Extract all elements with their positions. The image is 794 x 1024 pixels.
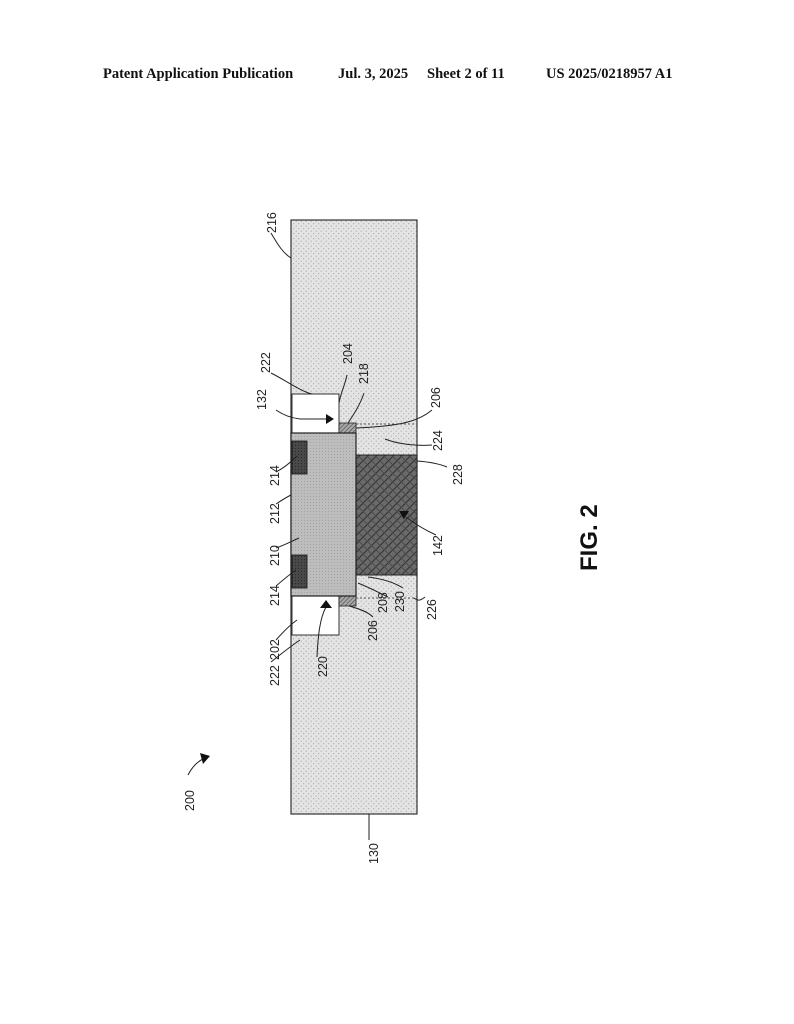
ref-214-bottom: 214 (268, 585, 282, 606)
ref-206-top: 206 (429, 387, 443, 408)
bond-pad-top (338, 422, 357, 434)
ref-222-bottom: 222 (268, 665, 282, 686)
leader-206b (348, 605, 374, 618)
leader-206a (355, 409, 433, 429)
ref-202: 202 (268, 639, 282, 660)
ref-226: 226 (425, 599, 439, 620)
leader-210 (275, 537, 300, 549)
ref-132: 132 (255, 389, 269, 410)
ref-224: 224 (431, 430, 445, 451)
arrowhead-220 (320, 600, 332, 608)
leader-222b (270, 639, 301, 663)
leader-208 (357, 582, 389, 598)
bond-pad-bottom (338, 595, 357, 607)
ref-228: 228 (451, 464, 465, 485)
leader-226 (413, 596, 426, 601)
ref-212: 212 (268, 503, 282, 524)
arrowhead-132 (326, 414, 334, 424)
leader-214b (275, 569, 297, 587)
leader-132 (275, 409, 301, 420)
leader-216 (270, 232, 292, 259)
leader-142 (405, 516, 437, 536)
thermal-block-142 (355, 454, 418, 576)
publication-type: Patent Application Publication (103, 66, 294, 82)
sheet-number: Sheet 2 of 11 (427, 66, 505, 82)
ref-222-top: 222 (259, 352, 273, 373)
ref-230: 230 (393, 591, 407, 612)
arrowhead-142 (399, 511, 409, 519)
leader-222a (270, 372, 313, 395)
cavity-top (291, 393, 340, 434)
ref-142: 142 (431, 535, 445, 556)
leader-218 (347, 392, 365, 424)
publication-date: Jul. 3, 2025 (338, 66, 409, 82)
contact-214-top (291, 440, 308, 475)
ref-210: 210 (268, 545, 282, 566)
leader-230 (367, 576, 404, 589)
leader-202 (275, 619, 298, 641)
leader-214a (275, 455, 298, 473)
ref-216: 216 (265, 212, 279, 233)
page-header: Patent Application Publication Jul. 3, 2… (0, 66, 794, 90)
cavity-bottom (291, 595, 340, 636)
leader-228 (416, 460, 448, 468)
ref-214-top: 214 (268, 465, 282, 486)
leader-212 (275, 494, 292, 505)
ref-130: 130 (367, 843, 381, 864)
leader-224 (384, 438, 433, 446)
contact-214-bottom (291, 554, 308, 589)
ref-220: 220 (316, 656, 330, 677)
arrowhead-200 (200, 753, 210, 764)
figure-caption: FIG. 2 (576, 504, 603, 571)
ref-200: 200 (183, 790, 197, 811)
ref-208: 208 (376, 592, 390, 613)
ref-206-bottom: 206 (366, 620, 380, 641)
publication-number: US 2025/0218957 A1 (546, 66, 673, 82)
ref-218: 218 (357, 363, 371, 384)
leader-204 (338, 374, 348, 404)
ref-204: 204 (341, 343, 355, 364)
arrow-220 (316, 606, 327, 658)
